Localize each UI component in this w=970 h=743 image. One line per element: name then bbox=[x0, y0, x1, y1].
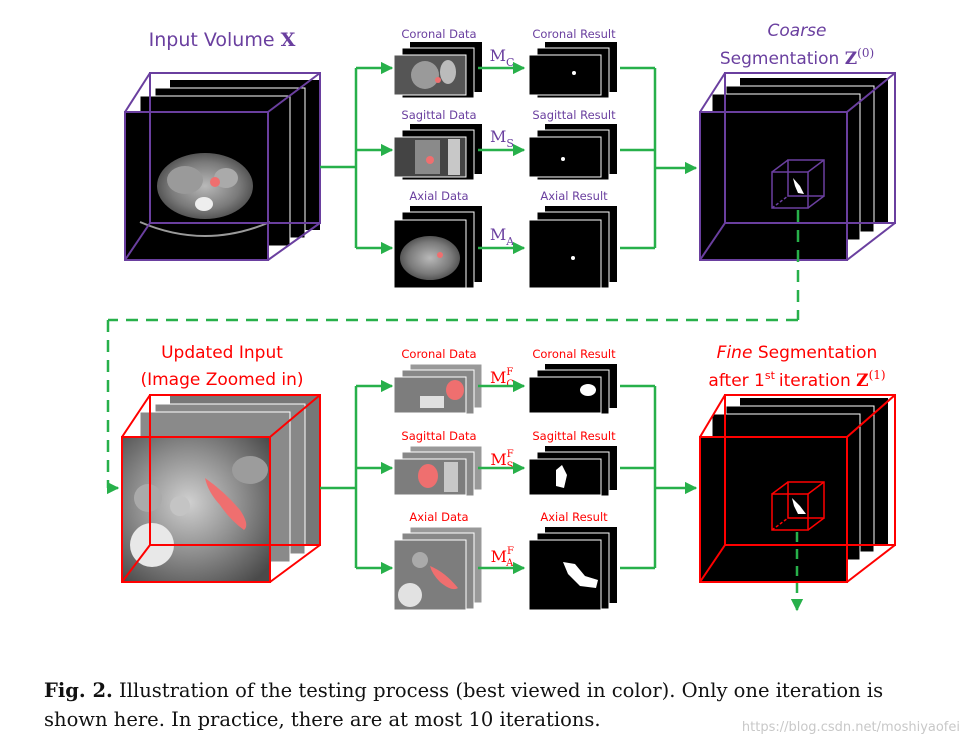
fine-axial-data-label: Axial Data bbox=[409, 510, 468, 524]
coarse-segmentation-cube bbox=[699, 72, 896, 261]
coarse-segmentation-label-line1: Coarse bbox=[768, 21, 827, 41]
updated-input-label-line1: Updated Input bbox=[161, 343, 283, 363]
model-axial-label: MA bbox=[490, 225, 515, 248]
top-coronal-row: Coronal Data MC Coronal Result bbox=[393, 27, 617, 99]
watermark: https://blog.csdn.net/moshiyaofei bbox=[741, 720, 960, 735]
fine-coronal-result-label: Coronal Result bbox=[532, 347, 616, 361]
ct-axial-slice-image bbox=[139, 153, 271, 237]
model-coronal-label: MC bbox=[490, 46, 515, 69]
updated-input-branch-lines bbox=[320, 379, 394, 575]
axial-data-label: Axial Data bbox=[409, 189, 468, 203]
fine-mask-blob bbox=[792, 498, 806, 514]
fine-coronal-data-label: Coronal Data bbox=[401, 347, 476, 361]
top-axial-row: Axial Data MA Axial Result bbox=[393, 189, 617, 289]
coronal-result-mask bbox=[528, 54, 602, 96]
coarse-segmentation-label-line2: Segmentation Z(0) bbox=[720, 46, 874, 69]
axial-result-mask bbox=[528, 219, 602, 289]
fine-axial-result-mask bbox=[528, 539, 602, 611]
caption-text: Illustration of the testing process (bes… bbox=[44, 679, 884, 731]
dashed-feedback-connector bbox=[106, 210, 800, 495]
figure-label: Fig. 2. bbox=[44, 679, 113, 702]
fine-segmentation-cube bbox=[699, 394, 896, 583]
input-volume-label: Input Volume X bbox=[149, 29, 296, 51]
coronal-result-label: Coronal Result bbox=[532, 27, 616, 41]
sagittal-data-label: Sagittal Data bbox=[401, 108, 476, 122]
input-volume-cube bbox=[124, 72, 321, 261]
zoomed-segmentation-overlay bbox=[205, 478, 247, 530]
merge-lines-top bbox=[620, 66, 698, 250]
fine-axial-result-label: Axial Result bbox=[540, 510, 608, 524]
fine-segmentation-label-line1: Fine Segmentation bbox=[717, 343, 878, 363]
fine-sagittal-result-label: Sagittal Result bbox=[532, 429, 616, 443]
axial-result-label: Axial Result bbox=[540, 189, 608, 203]
model-sagittal-label: MS bbox=[490, 127, 514, 150]
testing-process-diagram: Input Volume X bbox=[106, 21, 896, 612]
merge-lines-bottom bbox=[620, 384, 698, 570]
updated-input-cube bbox=[121, 394, 321, 583]
top-sagittal-row: Sagittal Data MS Sagittal Result bbox=[393, 108, 617, 181]
updated-input-label-line2: (Image Zoomed in) bbox=[140, 370, 303, 390]
input-branch-lines bbox=[320, 61, 394, 255]
sagittal-result-label: Sagittal Result bbox=[532, 108, 616, 122]
coronal-data-label: Coronal Data bbox=[401, 27, 476, 41]
figure-caption: Fig. 2. Illustration of the testing proc… bbox=[44, 676, 949, 734]
fine-sagittal-data-label: Sagittal Data bbox=[401, 429, 476, 443]
sagittal-result-mask bbox=[528, 136, 602, 178]
coarse-mask-blob bbox=[793, 178, 804, 194]
